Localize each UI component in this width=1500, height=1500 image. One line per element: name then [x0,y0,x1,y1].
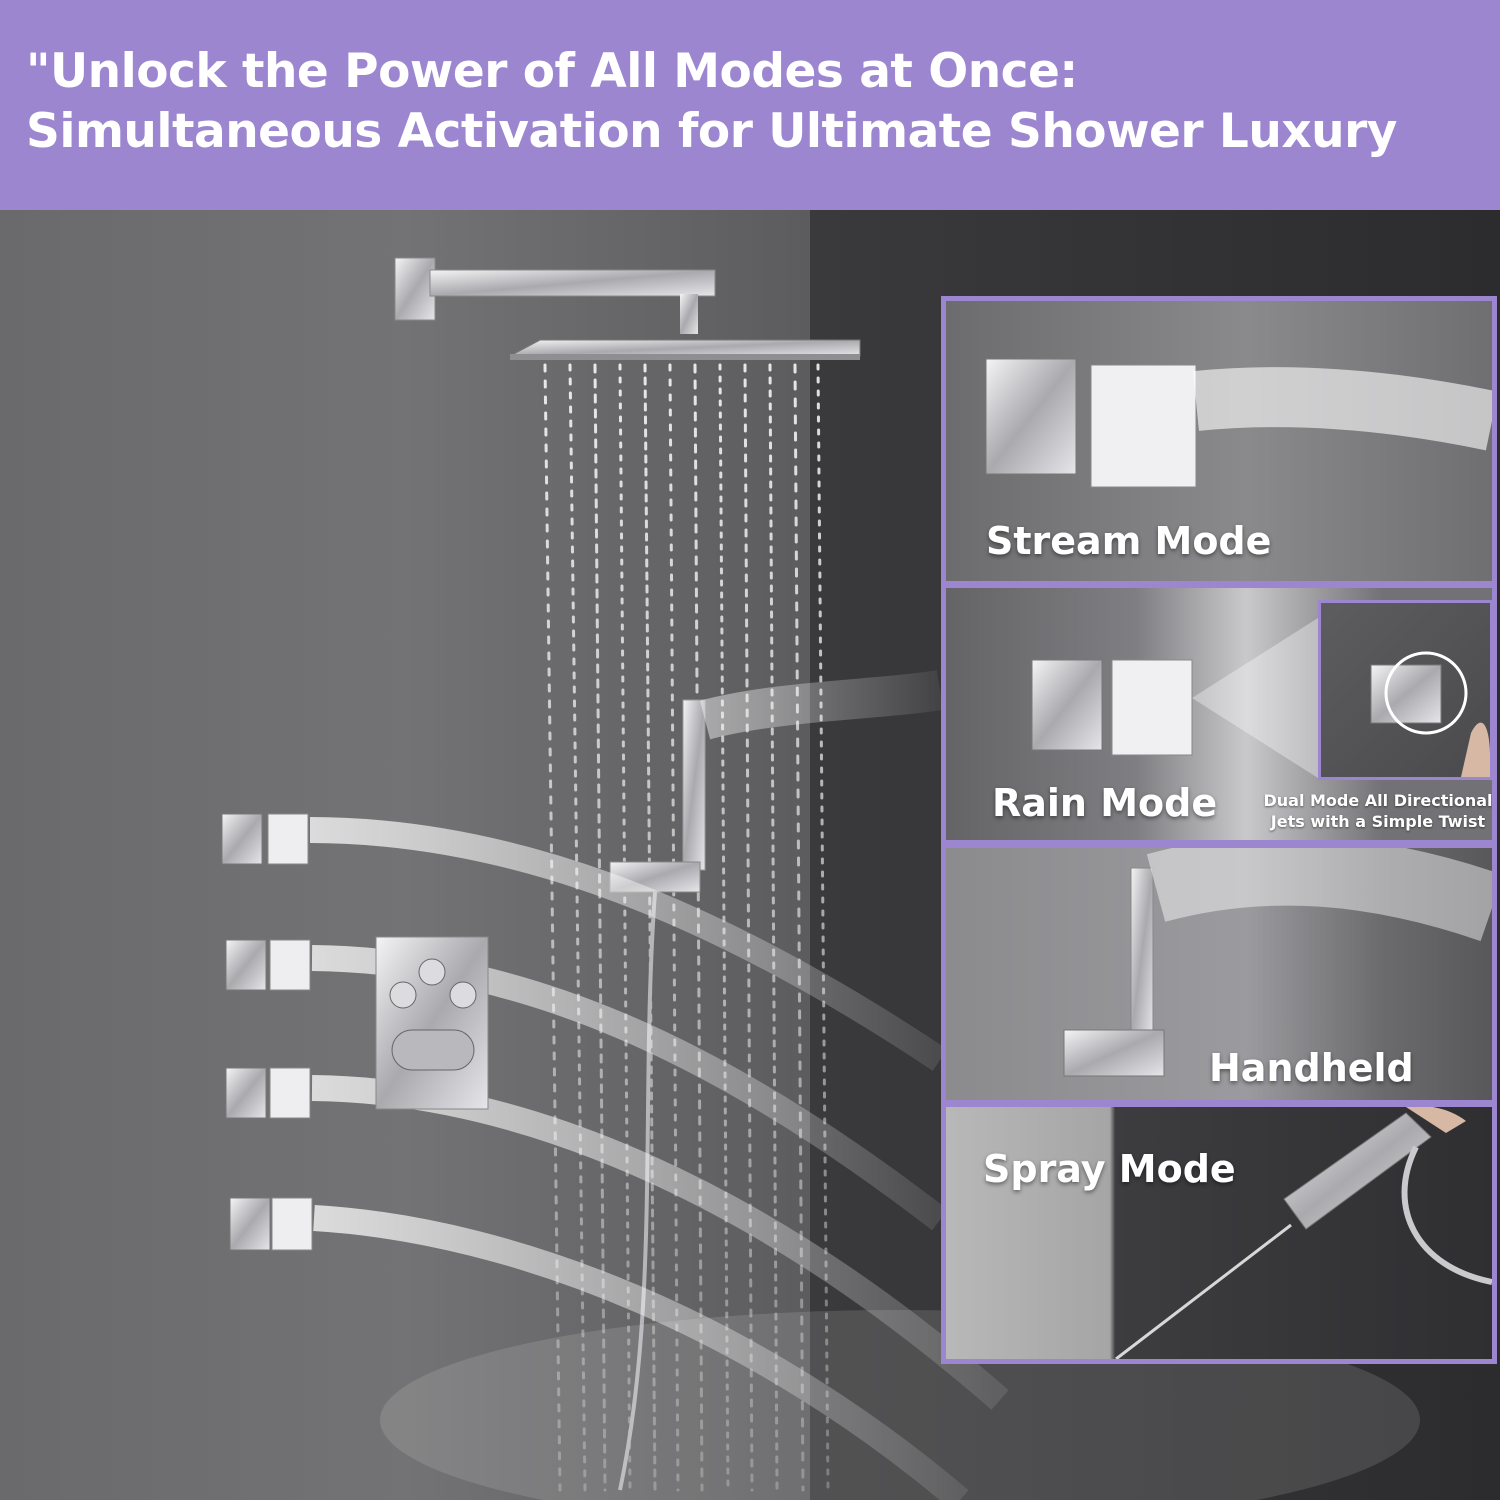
rotate-arrows-icon [1370,651,1490,777]
stream-mode-label: Stream Mode [986,519,1272,563]
rain-mode-panel: Rain Mode Dual Mode All Directional Jets… [941,583,1497,845]
stream-mode-panel: Stream Mode [941,296,1497,586]
handheld-shower-mounted [609,670,944,1491]
handheld-panel: Handheld [941,843,1497,1105]
left-wall [0,210,810,1500]
stream-jet-image [985,358,1492,488]
body-jets [221,813,1009,1500]
twist-inset-image [1318,600,1492,780]
rain-shower-head [394,257,861,360]
spray-image [1115,1107,1492,1359]
handheld-image [1063,848,1492,1077]
rain-mode-label: Rain Mode [992,781,1218,825]
headline-line-1: "Unlock the Power of All Modes at Once: [26,44,1078,99]
headline-line-2: Simultaneous Activation for Ultimate Sho… [26,104,1397,159]
thermostatic-valve [375,936,489,1110]
handheld-label: Handheld [1209,1046,1414,1090]
dual-mode-caption: Dual Mode All Directional Jets with a Si… [1256,790,1493,832]
spray-mode-panel: Spray Mode [941,1102,1497,1364]
spray-mode-label: Spray Mode [983,1147,1236,1191]
caption-line-1: Dual Mode All Directional [1263,791,1493,810]
header-banner: "Unlock the Power of All Modes at Once: … [0,0,1500,210]
rain-jet-image [1031,618,1318,778]
caption-line-2: Jets with a Simple Twist [1270,812,1486,831]
